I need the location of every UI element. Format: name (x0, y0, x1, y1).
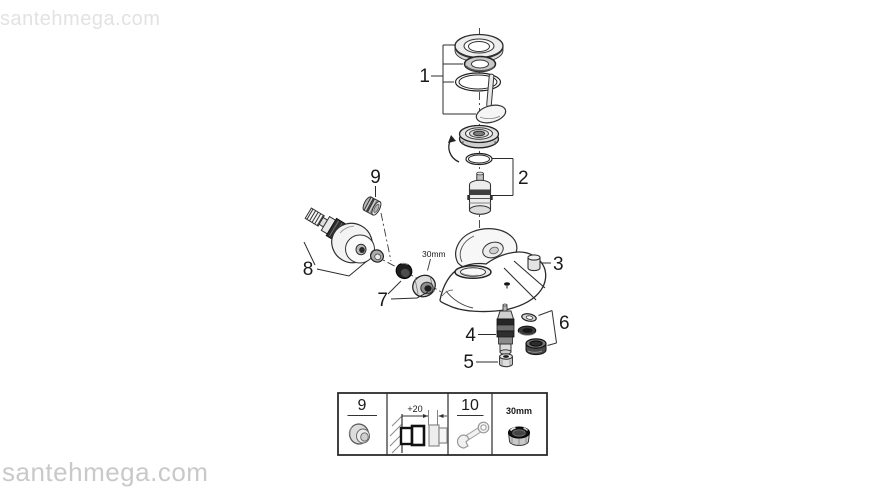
aerator-cup-6 (525, 338, 547, 356)
faucet-body-group (439, 228, 547, 313)
part-6-bracket (538, 310, 557, 346)
part-7-bracket (387, 280, 429, 300)
union-icon (399, 426, 414, 446)
union-icon (410, 424, 426, 447)
part-group-7: 30mm 7 (377, 249, 445, 311)
part-group-1: 1 (419, 33, 507, 124)
legend-cell-part9: 9 (347, 397, 377, 445)
escutcheon (331, 222, 375, 264)
part-4-diverter: 4 (465, 303, 515, 355)
part-group-6: 6 (517, 310, 570, 356)
part-group-8: 8 (303, 207, 385, 280)
legend-cell-nut: 30mm (506, 406, 532, 446)
washer-small (369, 249, 385, 263)
part-7-label: 7 (377, 290, 388, 311)
wrench-icon (456, 421, 490, 449)
union-nut (412, 274, 436, 298)
part-group-2: 2 (465, 152, 529, 215)
watermark-bottom: santehmega.com (2, 457, 208, 487)
part-1-bracket (431, 44, 476, 115)
nut-icon-small (438, 427, 448, 444)
cartridge-seat-ring (454, 264, 492, 280)
part-9-cap: 9 (362, 167, 382, 216)
escutcheon-icon (428, 424, 440, 447)
legend-part9-number: 9 (358, 397, 367, 414)
ring-nut-6 (517, 325, 537, 336)
legend-tool-number: 10 (461, 397, 479, 414)
nut-30mm-icon (508, 426, 530, 446)
legend-nut-size: 30mm (506, 406, 532, 416)
washer-6 (521, 313, 537, 322)
part-8-label: 8 (303, 259, 314, 280)
flange-ring (454, 33, 504, 63)
cartridge (467, 171, 493, 215)
part-8-bracket (303, 241, 368, 277)
o-ring-small (465, 152, 493, 166)
part-2-label: 2 (518, 168, 529, 189)
part-9-label: 9 (370, 167, 381, 188)
nut-size-callout: 30mm (422, 249, 446, 259)
part-4-label: 4 (465, 325, 476, 346)
dimension-arrow (402, 410, 447, 425)
part-2-bracket (490, 158, 514, 196)
lever-pin (475, 73, 507, 124)
offset-dimension-label: +20 (407, 404, 422, 414)
legend-cell-install: +20 (389, 404, 448, 454)
dome-cap (458, 124, 500, 149)
legend-cell-tool: 10 (456, 397, 490, 449)
part-5-nut: 5 (463, 352, 513, 373)
part-5-label: 5 (463, 352, 474, 373)
mounting-ring (463, 55, 497, 73)
filter-bushing (395, 262, 413, 280)
part-3-plug-cap: 3 (527, 254, 564, 275)
rotation-arrow-icon (448, 135, 460, 163)
part-3-label: 3 (553, 254, 564, 275)
part-6-label: 6 (559, 313, 570, 334)
cap-icon (348, 423, 370, 445)
legend-box: 9 (337, 392, 548, 456)
part-1-label: 1 (419, 66, 430, 87)
watermark-top: santehmega.com (0, 8, 160, 30)
